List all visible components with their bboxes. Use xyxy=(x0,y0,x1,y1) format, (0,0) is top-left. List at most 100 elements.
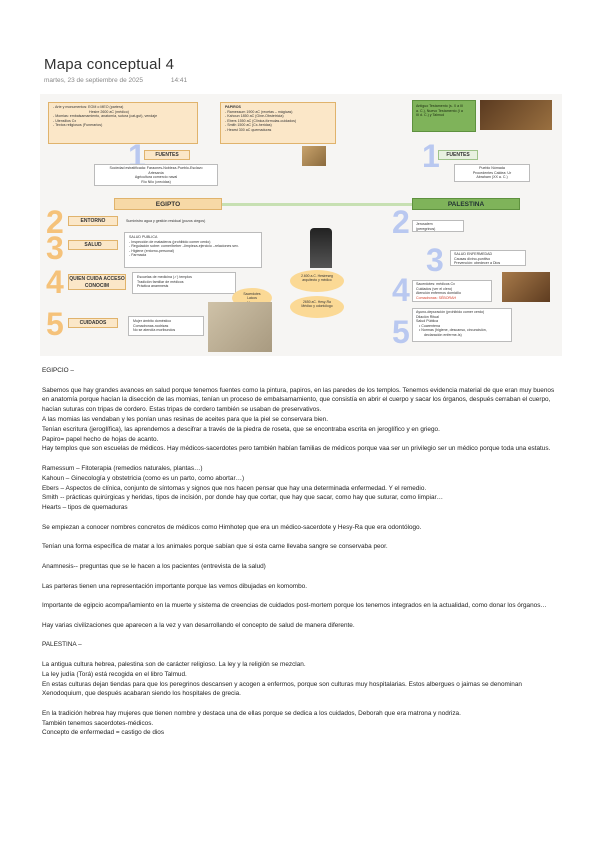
number-2-palestina: 2 xyxy=(392,204,410,240)
sacerdotes-line: Comadronas: SÉBORAH xyxy=(416,295,457,300)
quien-cuida-label: QUIEN CUIDA ACCESO CONOCIM xyxy=(68,274,126,290)
sacerdotes-line: Sacerdotes: médicos Cx xyxy=(416,282,455,286)
body-paragraph: La ley judía (Torá) está recogida en el … xyxy=(42,670,187,678)
salud-label: SALUD xyxy=(68,240,118,250)
egipto-palestina-bar xyxy=(222,203,412,206)
entorno-text: Suministro agua y gestión residual (pozo… xyxy=(126,219,206,223)
body-paragraph: Kahoun – Ginecología y obstetricia (como… xyxy=(42,474,245,482)
sociedad-line: Artesanía xyxy=(148,170,164,175)
number-3-egipto: 3 xyxy=(46,230,64,266)
body-paragraph: También tenemos sacerdotes-médicos. xyxy=(42,719,154,727)
sociedad-line: Agricultura comercio naval xyxy=(134,175,178,180)
antiguo-line: Antiguo Testamento (s. X a III xyxy=(416,104,464,108)
body-line: EGIPCIO – xyxy=(42,367,74,374)
body-paragraph: Concepto de enfermedad = castigo de dios xyxy=(42,729,165,737)
body-paragraph: Las parteras tienen una representación i… xyxy=(42,582,308,590)
jerusalem-line: Jerusalem xyxy=(416,222,433,226)
body-line: PALESTINA – xyxy=(42,641,82,649)
body-paragraph: Tenían escritura (jeroglífica), las apre… xyxy=(42,425,440,433)
antiguo-testamento-box: Antiguo Testamento (s. X a III a. C.), N… xyxy=(412,100,476,132)
ayuno-line: • Cuarentena xyxy=(419,323,441,328)
number-5-egipto: 5 xyxy=(46,306,64,342)
sacerdotes-line: Cuidados (ver el clero) xyxy=(416,286,453,291)
body-paragraph: Papiro= papel hecho de hojas de acanto. xyxy=(42,435,159,443)
cuidados-box: Mujer ámbito doméstico Comadronas-nodriz… xyxy=(128,316,204,336)
ayuno-line: Dilación Ritual xyxy=(416,314,439,319)
ell-line: Laicos xyxy=(247,296,257,301)
salud-line: - Regulación sobre: comer/beber –limpiez… xyxy=(129,244,239,249)
number-4-palestina: 4 xyxy=(392,272,410,308)
pueblo-line: Pueblo Nómada xyxy=(479,166,505,170)
sociedad-box: Sociedad estratificada: Faraones-Nobleza… xyxy=(94,164,218,186)
arte-line: - Textos religiosos (Funerarios) xyxy=(53,123,103,128)
body-paragraph: En estas culturas dejan tiendas para que… xyxy=(42,680,522,698)
body-paragraph: Hay templos que son escuelas de médicos.… xyxy=(42,445,551,453)
body-paragraph: Tenían una forma específica de matar a l… xyxy=(42,543,388,551)
sociedad-line: Sociedad estratificada: Faraones-Nobleza… xyxy=(109,166,203,170)
salud-line: - Farmacia xyxy=(129,253,147,258)
arte-line: - Utensilios Cx xyxy=(53,118,77,123)
cuidados-line: No se atendía moribundos xyxy=(133,328,176,333)
concept-map-image: - Arte y monumentos: EOM o MEO (partera)… xyxy=(40,94,562,356)
body-paragraph: Sabemos que hay grandes avances en salud… xyxy=(42,386,555,414)
jerusalem-box: Jerusalem (peregrinos) xyxy=(412,220,464,232)
ayuno-line: Salud Pública xyxy=(416,319,438,324)
salud-publica-box: SALUD PUBLICA - Inspección de mataderos … xyxy=(124,232,262,268)
entorno-label: ENTORNO xyxy=(68,216,118,226)
ell-line: Sacerdotes xyxy=(243,292,261,296)
arte-line: - Momias: embalsamamiento, anatomía, sut… xyxy=(53,114,158,119)
cuidados-line: Mujer ámbito doméstico xyxy=(133,319,172,323)
body-paragraph: Se empiezan a conocer nombres concretos … xyxy=(42,523,422,531)
ell-line: 2650 aC. Hesy-Ra xyxy=(303,300,331,304)
ayuno-box: Ayuno-depuración (prohibido comer cerdo)… xyxy=(412,308,512,342)
papiros-line: - Smith 1500 aC (Cx-heridas) xyxy=(225,123,272,128)
salud-enf-line: Causas divino-punitivo xyxy=(454,256,491,261)
sociedad-line: Río Nilo (crecidas) xyxy=(141,179,171,184)
ell-line: arquitecto y médico xyxy=(302,278,332,283)
hesy-ra-ellipse: 2650 aC. Hesy-Ra Médico y odontólogo xyxy=(290,296,344,318)
number-5-palestina: 5 xyxy=(392,314,410,350)
papyrus-image xyxy=(302,146,326,166)
arte-monumentos-box: - Arte y monumentos: EOM o MEO (partera)… xyxy=(48,102,198,144)
body-paragraph: La antigua cultura hebrea, palestina son… xyxy=(42,660,306,668)
egipto-header: EGIPTO xyxy=(114,198,222,210)
fuentes-label-egipto: FUENTES xyxy=(144,150,190,160)
salud-enf-line: Prevención: obedecer a Dios xyxy=(454,261,501,266)
papiros-line: PAPIROS xyxy=(225,105,241,109)
salud-line: - Inspección de mataderos (prohibido com… xyxy=(129,239,211,244)
salud-enfermedad-box: SALUD ENFERMEDAD Causas divino-punitivo … xyxy=(450,250,526,266)
body-paragraph: Anamnesis-- preguntas que se le hacen a … xyxy=(42,562,266,570)
number-1-palestina: 1 xyxy=(422,138,440,174)
ell-line: 2.600 a.C. Hesireseg xyxy=(301,274,333,278)
sacerdotes-medicos-box: Sacerdotes: médicos Cx Cuidados (ver el … xyxy=(412,280,492,302)
papiros-box: PAPIROS - Ramessum 1900 aC (recetas – má… xyxy=(220,102,336,144)
scroll-image xyxy=(480,100,552,130)
escuelas-line: Tradición familiar de médicos xyxy=(137,279,184,284)
escuelas-box: Escuelas de medicina (✓) templos Tradici… xyxy=(132,272,236,294)
body-paragraph: Hay varias civilizaciones que aparecen a… xyxy=(42,621,355,629)
notes-body: EGIPCIO – Sabemos que hay grandes avance… xyxy=(42,366,555,738)
fuentes-label-palestina: FUENTES xyxy=(438,150,478,160)
ayuno-line: Ayuno-depuración (prohibido comer cerdo) xyxy=(416,310,485,314)
ell-line: Médico y odontólogo xyxy=(301,304,333,309)
papiros-line: - Kahoun 1850 aC (Gine-Obstetricia) xyxy=(225,114,284,119)
statue-image xyxy=(310,228,332,268)
salud-line: - Higiene (entorno-personal) xyxy=(129,248,174,253)
palestina-header: PALESTINA xyxy=(412,198,520,210)
antiguo-line: III d. C.) y Talmud xyxy=(416,113,445,118)
pueblo-line: Procedentes Caldea: Ur xyxy=(472,170,512,175)
arte-line: - Arte y monumentos: EOM o MEO (partera) xyxy=(53,105,124,109)
hesireseg-ellipse: 2.600 a.C. Hesireseg arquitecto y médico xyxy=(290,270,344,292)
cuidados-label: CUIDADOS xyxy=(68,318,118,328)
hebrew-scene-image xyxy=(502,272,550,302)
number-3-palestina: 3 xyxy=(426,242,444,278)
body-paragraph: En la tradición hebrea hay mujeres que t… xyxy=(42,709,461,717)
arte-line: Hesire 2600 aC (médico) xyxy=(89,109,129,114)
sacerdotes-line: Atención enfermos domicilio xyxy=(416,291,461,296)
number-4-egipto: 4 xyxy=(46,264,64,300)
papiros-line: - Ramessum 1900 aC (recetas – mágicas) xyxy=(225,109,293,114)
pueblo-nomada-box: Pueblo Nómada Procedentes Caldea: Ur Abr… xyxy=(454,164,530,182)
body-paragraph: Importante de egipcio acompañamiento en … xyxy=(42,602,547,610)
page-time: 14:41 xyxy=(170,77,188,84)
body-paragraph: Smith -- prácticas quirúrgicas y heridas… xyxy=(42,494,444,502)
